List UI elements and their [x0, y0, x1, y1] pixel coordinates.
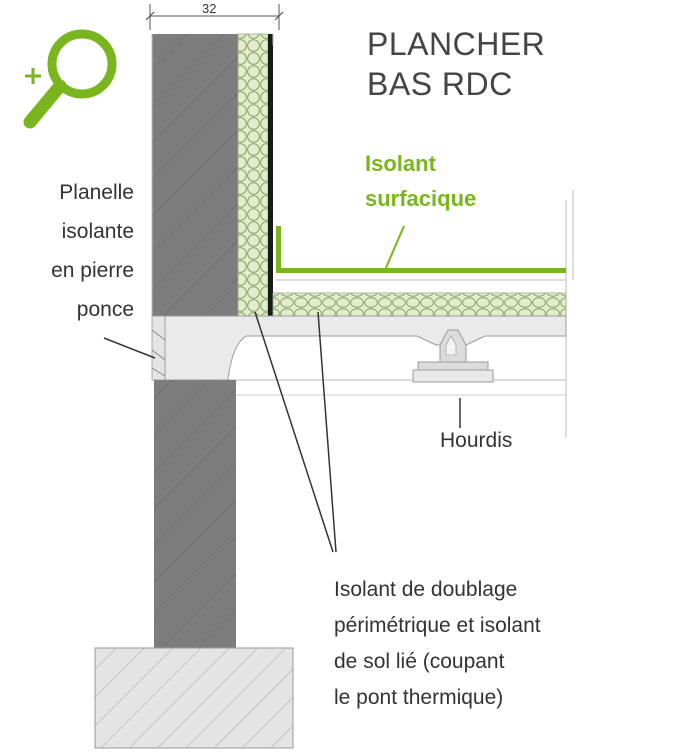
- leader-floor-insulation: [317, 311, 337, 553]
- label-planelle: Planelle isolante en pierre ponce: [8, 173, 134, 329]
- label-isolant-surfacique: Isolant surfacique: [365, 146, 476, 216]
- diagram-title: PLANCHER BAS RDC: [367, 24, 545, 104]
- wall-insulation-lining: [237, 33, 269, 317]
- foundation: [94, 647, 294, 749]
- surface-insulation: [276, 226, 566, 281]
- label-isolant-surfacique-line-2: surfacique: [365, 186, 477, 211]
- title-line-1: PLANCHER: [367, 26, 546, 62]
- leader-isolant-surfacique: [384, 225, 405, 271]
- leader-wall-insulation: [254, 311, 334, 553]
- floor-insulation: [272, 292, 567, 317]
- label-hourdis: Hourdis: [440, 429, 513, 452]
- plasterboard: [268, 34, 273, 316]
- hourdis-beam: [412, 329, 494, 383]
- dimension-marker: 32: [145, 1, 284, 30]
- concrete-slab: [164, 315, 567, 381]
- label-planelle-line-4: ponce: [76, 298, 134, 321]
- title-line-2: BAS RDC: [367, 66, 513, 102]
- magnifier-plus-icon: [23, 29, 117, 129]
- upper-wall: [152, 34, 238, 316]
- label-planelle-line-1: Planelle: [59, 181, 134, 204]
- label-planelle-line-3: en pierre: [51, 259, 134, 282]
- leader-planelle: [103, 337, 156, 359]
- label-isolant-doublage-line-3: de sol lié (coupant: [334, 650, 505, 673]
- label-isolant-doublage-line-1: Isolant de doublage: [334, 578, 518, 601]
- label-isolant-doublage: Isolant de doublage périmétrique et isol…: [334, 572, 541, 716]
- label-planelle-line-2: isolante: [61, 220, 134, 243]
- label-isolant-surfacique-line-1: Isolant: [365, 151, 436, 176]
- label-isolant-doublage-line-2: périmétrique et isolant: [334, 614, 541, 637]
- lower-wall: [154, 380, 236, 648]
- label-isolant-doublage-line-4: le pont thermique): [334, 686, 504, 709]
- planelle-block: [151, 315, 166, 381]
- dimension-label: 32: [202, 1, 216, 16]
